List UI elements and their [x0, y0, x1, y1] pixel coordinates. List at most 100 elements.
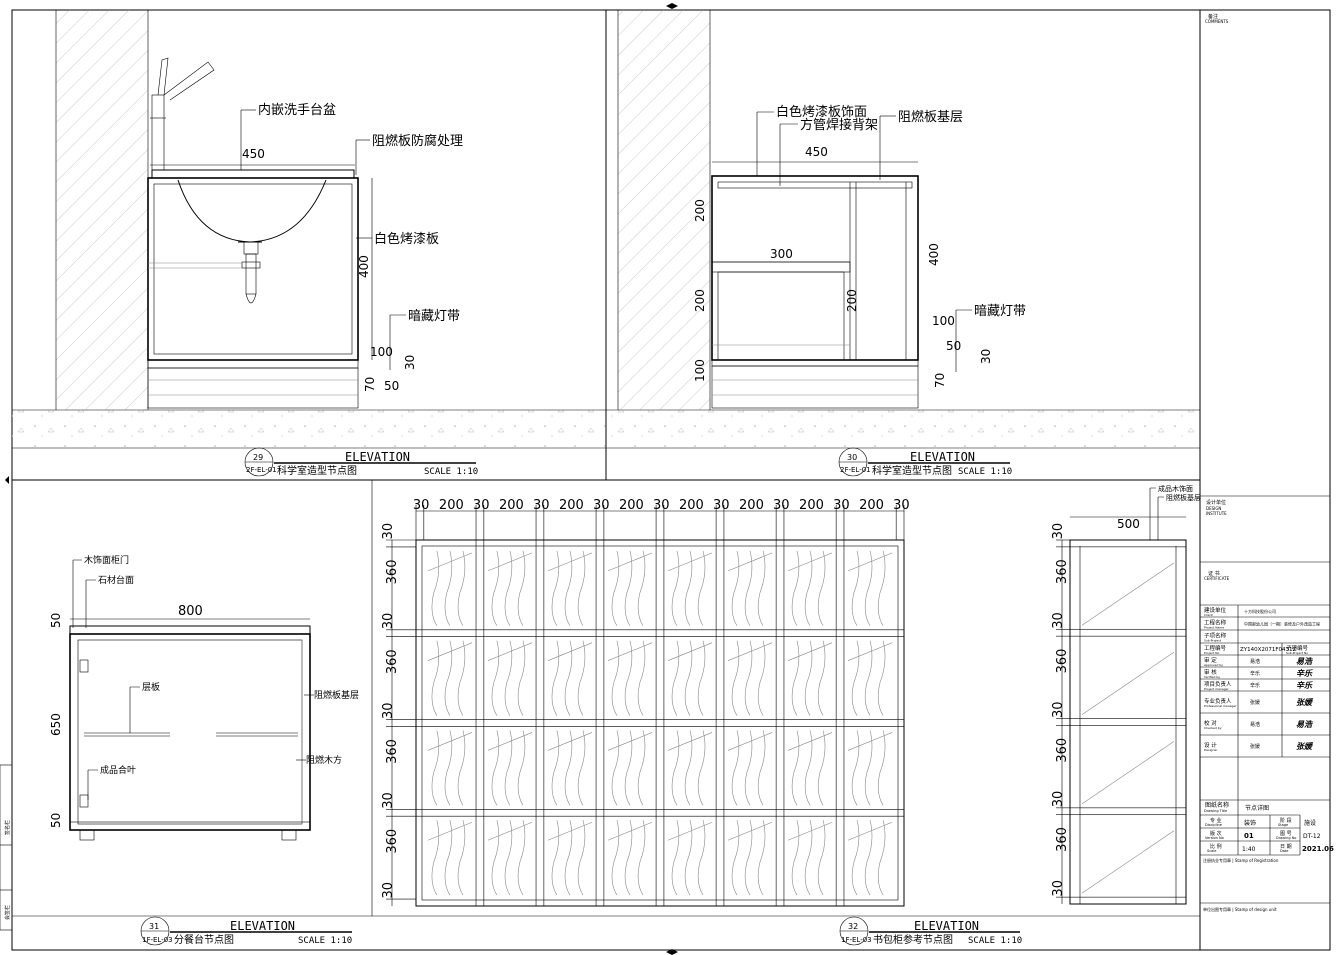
svg-text:阻燃板基层: 阻燃板基层: [1166, 493, 1201, 502]
center-mark-top: [666, 3, 678, 9]
wood-grain: [787, 732, 833, 751]
panel-32-title: 32 1F-EL-03 ELEVATION 书包柜参考节点图 SCALE 1:1…: [839, 916, 1022, 946]
dim-label: 30: [381, 792, 396, 809]
svg-text:INSTITUTE: INSTITUTE: [1206, 511, 1227, 516]
wood-grain: [607, 552, 653, 572]
wood-grain: [624, 820, 633, 896]
wood-grain: [551, 820, 560, 896]
wood-grain: [804, 640, 813, 716]
wood-grain: [744, 550, 753, 626]
title-block: 备注 COMMENTS 设计单位 DESIGN INSTITUTE 证 书 CE…: [1200, 13, 1334, 912]
svg-text:ELEVATION: ELEVATION: [914, 919, 979, 933]
wood-grain: [791, 550, 800, 626]
hinge-icon-lower: [79, 794, 89, 808]
titleblock-label: 设 计: [1204, 741, 1217, 749]
wood-grain: [671, 640, 680, 716]
wood-grain: [727, 732, 773, 751]
wood-grain: [667, 642, 713, 661]
dim-label: 200: [859, 498, 884, 513]
wood-grain: [491, 550, 500, 626]
wood-grain: [804, 820, 813, 896]
wood-grain: [791, 730, 800, 806]
titleblock-sublabel: Project Name: [1204, 626, 1224, 630]
wood-grain: [547, 642, 593, 661]
wood-grain: [877, 730, 886, 806]
dim-label: 200: [679, 498, 704, 513]
wood-grain: [607, 821, 653, 841]
dim-label: 30: [653, 498, 670, 513]
svg-text:签名栏: 签名栏: [4, 820, 11, 835]
wood-grain: [551, 640, 560, 716]
wood-grain: [744, 820, 753, 896]
svg-text:SCALE 1:10: SCALE 1:10: [424, 467, 478, 477]
wood-grain: [817, 820, 826, 896]
svg-text:阶 段: 阶 段: [1280, 817, 1292, 824]
wood-grain: [877, 550, 886, 626]
svg-text:白色烤漆板: 白色烤漆板: [374, 231, 439, 247]
svg-text:400: 400: [357, 255, 371, 278]
svg-text:50: 50: [946, 339, 961, 353]
titleblock-sublabel: Designer: [1204, 748, 1218, 752]
wood-grain: [517, 730, 526, 806]
titleblock-label: 建设单位: [1204, 606, 1227, 614]
svg-text:成品木饰面: 成品木饰面: [1158, 484, 1193, 493]
wood-grain: [697, 730, 706, 806]
wood-grain: [624, 550, 633, 626]
wood-grain: [564, 550, 573, 626]
wood-grain: [877, 820, 886, 896]
dim-label: 30: [1051, 612, 1066, 629]
wood-grain: [731, 730, 740, 806]
titleblock-label: 校 对: [1204, 719, 1217, 727]
svg-text:Scale: Scale: [1207, 849, 1216, 853]
svg-text:书包柜参考节点图: 书包柜参考节点图: [873, 933, 953, 946]
svg-text:650: 650: [49, 713, 63, 736]
svg-text:Discipline: Discipline: [1205, 823, 1222, 827]
svg-text:100: 100: [932, 314, 955, 328]
titleblock-value: 易浩: [1250, 658, 1260, 665]
dim-label: 200: [739, 498, 764, 513]
titleblock-sublabel: Client: [1204, 613, 1214, 617]
titleblock-value: 辛乐: [1250, 682, 1260, 689]
wood-grain: [491, 730, 500, 806]
center-mark-left: [5, 476, 9, 484]
dim-label: 30: [713, 498, 730, 513]
svg-text:装饰: 装饰: [1244, 819, 1256, 827]
svg-text:专 业: 专 业: [1210, 817, 1222, 824]
wood-grain: [564, 820, 573, 896]
svg-text:COMMENTS: COMMENTS: [1205, 19, 1229, 24]
wood-grain: [504, 640, 513, 716]
wood-grain: [551, 550, 560, 626]
titleblock-label: 子项编号: [1286, 644, 1309, 652]
svg-text:2F-EL-01: 2F-EL-01: [840, 466, 871, 474]
dim-label: 30: [381, 702, 396, 719]
svg-text:证 书: 证 书: [1208, 570, 1220, 577]
titleblock-label: 审 核: [1204, 668, 1217, 676]
dim-label: 30: [1051, 523, 1066, 540]
svg-text:内嵌洗手台盆: 内嵌洗手台盆: [258, 102, 336, 118]
wood-grain: [847, 552, 893, 572]
svg-text:DT-12: DT-12: [1303, 833, 1321, 840]
svg-text:400: 400: [927, 243, 941, 266]
wood-grain: [697, 820, 706, 896]
svg-text:200: 200: [845, 289, 859, 312]
svg-text:30: 30: [979, 349, 993, 364]
wood-grain: [487, 642, 533, 661]
wood-grain: [487, 552, 533, 572]
dim-label: 30: [381, 613, 396, 630]
wood-grain: [864, 640, 873, 716]
titleblock-value: 中国邮幼儿园（一期）装修及户外改造工程: [1244, 621, 1320, 627]
wood-grain: [607, 642, 653, 661]
svg-text:比 例: 比 例: [1210, 843, 1222, 850]
wood-grain: [787, 552, 833, 572]
faucet-icon: [150, 57, 215, 171]
svg-text:SCALE 1:10: SCALE 1:10: [958, 467, 1012, 477]
wood-grain: [864, 550, 873, 626]
shelf-board: [1069, 539, 1187, 548]
svg-text:2F-EL-01: 2F-EL-01: [246, 466, 277, 474]
wood-grain: [864, 820, 873, 896]
wood-grain: [487, 821, 533, 841]
wood-grain: [684, 820, 693, 896]
svg-text:注册执业专用章 | Stamp of Registratio: 注册执业专用章 | Stamp of Registration: [1203, 857, 1279, 863]
titleblock-sublabel: Checked by: [1204, 726, 1222, 730]
